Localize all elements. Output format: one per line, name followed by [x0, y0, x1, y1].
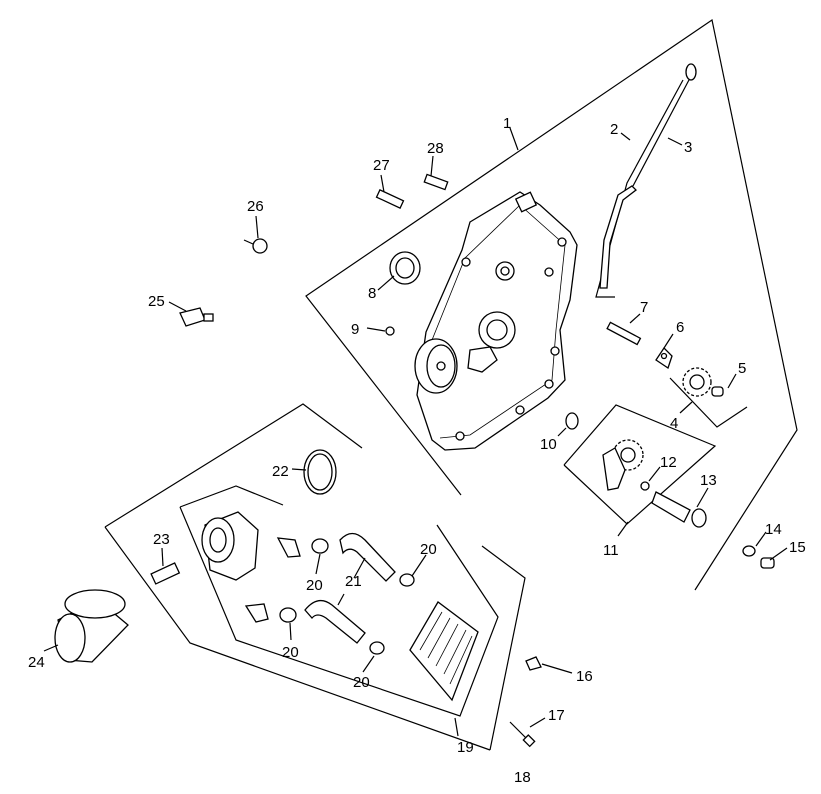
- bolt-5: [711, 386, 724, 397]
- fitting-elbows: [244, 537, 301, 623]
- fitting-23: [150, 562, 181, 585]
- oil-pump-11: [602, 439, 644, 491]
- clip-6: [655, 346, 673, 370]
- callout-10: 10: [540, 436, 557, 453]
- outline-gear-group: [669, 377, 748, 428]
- callout-28: 28: [427, 140, 444, 157]
- leader-lines: [43, 127, 788, 737]
- oring-10: [565, 412, 579, 430]
- callout-22: 22: [272, 463, 289, 480]
- outline-pump-group: [563, 404, 717, 525]
- callout-12: 12: [660, 454, 677, 471]
- ball-12: [640, 481, 650, 491]
- callout-18: 18: [514, 769, 531, 786]
- callout-6: 6: [676, 319, 684, 336]
- callout-23: 23: [153, 531, 170, 548]
- callout-2: 2: [610, 121, 618, 138]
- callout-24: 24: [28, 654, 45, 671]
- bolt-17: [509, 721, 536, 748]
- callout-20-upper: 20: [306, 577, 323, 594]
- pin-7: [606, 321, 642, 346]
- outline-filter-top: [104, 403, 363, 528]
- dipstick: [599, 63, 697, 289]
- callout-14: 14: [765, 521, 782, 538]
- callout-1: 1: [503, 115, 511, 132]
- bolt-27: [375, 189, 405, 209]
- callout-25: 25: [148, 293, 165, 310]
- callout-11: 11: [603, 542, 619, 559]
- oring-22: [303, 449, 337, 495]
- gear-4: [682, 367, 712, 397]
- callout-27: 27: [373, 157, 390, 174]
- callout-20-bottom: 20: [353, 674, 370, 691]
- callout-16: 16: [576, 668, 593, 685]
- spring-plug-13: [651, 491, 707, 528]
- callout-20-right: 20: [420, 541, 437, 558]
- callout-labels: 1 2 3 4 5 6 7 8 9 10 11 12 13 14 15 16 1…: [28, 115, 806, 786]
- callout-7: 7: [640, 299, 648, 316]
- oil-filter-24: [54, 589, 129, 663]
- oil-pressure-switch-26: [243, 238, 268, 254]
- callout-8: 8: [368, 285, 376, 302]
- washer-14: [742, 545, 756, 557]
- callout-19: 19: [457, 739, 474, 756]
- group-outlines: [104, 18, 798, 751]
- outline-cooler-top: [179, 485, 284, 508]
- outline-crankcase-cover: [305, 18, 798, 591]
- callout-3: 3: [684, 139, 692, 156]
- filter-adapter: [201, 511, 259, 581]
- bolt-15: [760, 557, 775, 569]
- fitting-25: [179, 307, 214, 327]
- nut-9: [385, 326, 395, 336]
- oil-cooler-19: [409, 601, 479, 702]
- clamp-16: [525, 656, 542, 671]
- oil-seal-8: [389, 251, 421, 285]
- hose-clamps-20: [279, 538, 415, 655]
- callout-20-lower: 20: [282, 644, 299, 661]
- callout-13: 13: [700, 472, 717, 489]
- callout-21: 21: [345, 573, 362, 590]
- crankcase-cover: [414, 191, 578, 451]
- callout-9: 9: [351, 321, 359, 338]
- callout-5: 5: [738, 360, 746, 377]
- outline-filter-bottom: [104, 526, 491, 751]
- callout-26: 26: [247, 198, 264, 215]
- outline-cooler: [179, 506, 499, 717]
- bolt-28: [423, 173, 449, 191]
- hose-21: [304, 532, 396, 644]
- outline-filter-right: [481, 545, 526, 751]
- callout-15: 15: [789, 539, 806, 556]
- callout-17: 17: [548, 707, 565, 724]
- callout-4: 4: [670, 415, 678, 432]
